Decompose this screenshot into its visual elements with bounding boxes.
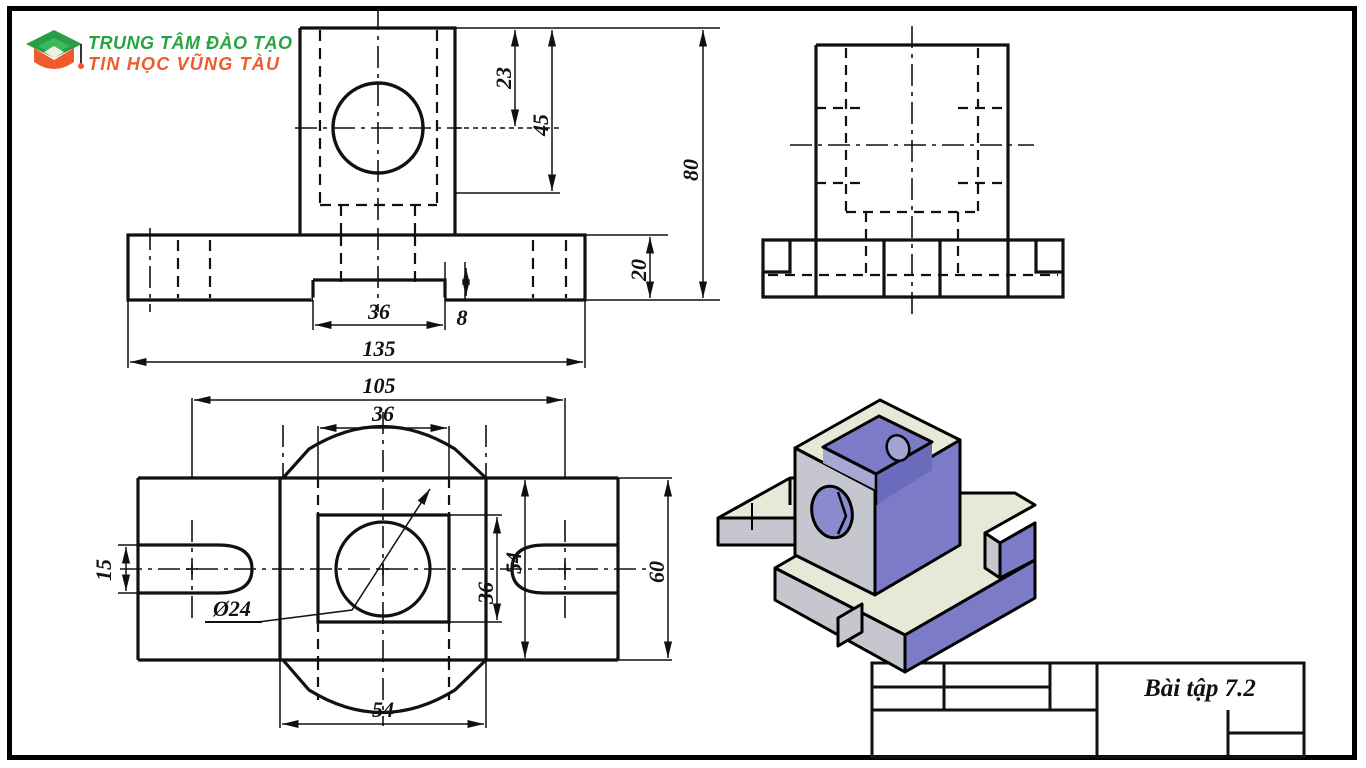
side-view-hidden-lines xyxy=(768,48,1058,277)
brand-logo: TRUNG TÂM ĐÀO TẠO TIN HỌC VŨNG TÀU xyxy=(24,24,293,84)
dim-45: 45 xyxy=(528,114,553,137)
logo-line-1: TRUNG TÂM ĐÀO TẠO xyxy=(88,32,293,53)
isometric-3d-view xyxy=(716,398,1037,674)
front-view-dimensions xyxy=(127,27,720,368)
title-block-frame xyxy=(870,661,1306,759)
dim-15: 15 xyxy=(91,559,116,581)
dimension-labels: 23 45 80 20 8 36 135 105 36 54 54 36 60 … xyxy=(91,67,703,722)
dim-135: 135 xyxy=(363,336,396,361)
graduation-cap-icon xyxy=(26,30,84,69)
top-view-slot-center-marks xyxy=(186,563,571,575)
dim-105: 105 xyxy=(363,373,396,398)
dim-36-front: 36 xyxy=(367,299,390,324)
logo-line-2: TIN HỌC VŨNG TÀU xyxy=(88,54,281,74)
dim-8: 8 xyxy=(457,305,468,330)
drawing-title-text: Bài tập 7.2 xyxy=(1143,675,1256,702)
brand-logo-text: TRUNG TÂM ĐÀO TẠO TIN HỌC VŨNG TÀU xyxy=(88,32,293,75)
dim-54-right: 54 xyxy=(501,552,526,574)
top-view-dimensions xyxy=(118,395,673,729)
dim-20: 20 xyxy=(626,259,651,282)
dim-23: 23 xyxy=(491,67,516,90)
dim-54-bottom: 54 xyxy=(372,697,394,722)
side-view-geometry xyxy=(761,43,1065,299)
side-view-center-lines xyxy=(790,26,1034,315)
dim-36-top: 36 xyxy=(371,401,394,426)
dim-80: 80 xyxy=(678,159,703,181)
dim-36-right: 36 xyxy=(473,582,498,605)
dim-60: 60 xyxy=(644,561,669,583)
front-view-geometry xyxy=(126,26,587,303)
top-view-hidden-lines xyxy=(316,478,451,700)
dim-diameter-24: Ø24 xyxy=(212,596,251,621)
front-view-center-lines xyxy=(149,8,462,312)
